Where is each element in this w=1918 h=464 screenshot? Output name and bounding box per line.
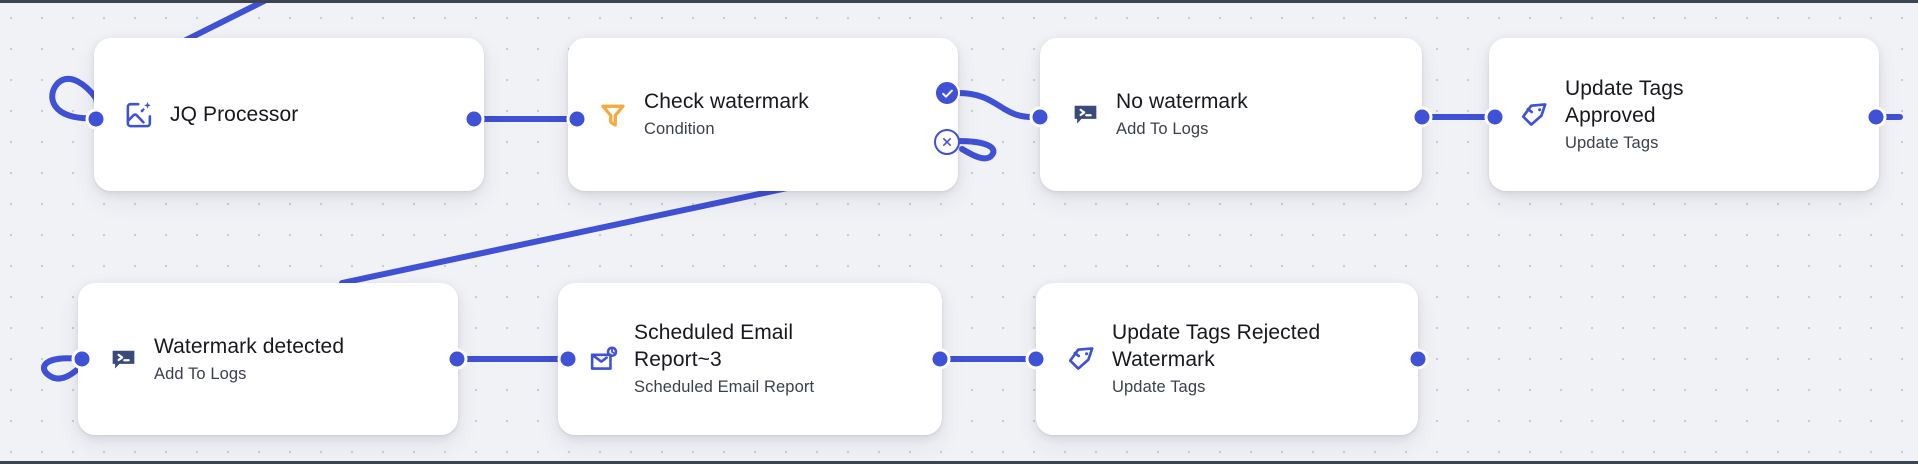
node-text: Update Tags Approved Update Tags bbox=[1565, 75, 1700, 155]
node-title: Check watermark bbox=[644, 90, 809, 113]
port-email-out[interactable] bbox=[929, 348, 951, 370]
port-approved-out[interactable] bbox=[1865, 106, 1887, 128]
node-title: Scheduled Email Report~3 bbox=[634, 321, 794, 371]
port-approved-in[interactable] bbox=[1484, 106, 1506, 128]
node-no-watermark[interactable]: No watermark Add To Logs bbox=[1040, 38, 1422, 191]
envelope-clock-icon bbox=[586, 342, 620, 376]
port-email-in[interactable] bbox=[557, 348, 579, 370]
node-jq-processor[interactable]: JQ Processor bbox=[94, 38, 484, 191]
node-update-tags-rejected[interactable]: Update Tags Rejected Watermark Update Ta… bbox=[1036, 283, 1418, 435]
node-text: Watermark detected Add To Logs bbox=[154, 333, 360, 386]
node-title: No watermark bbox=[1116, 90, 1248, 113]
port-jq-in[interactable] bbox=[85, 108, 107, 130]
tag-sparkle-icon bbox=[1517, 98, 1551, 132]
port-no-watermark-in[interactable] bbox=[1029, 106, 1051, 128]
node-subtitle: Add To Logs bbox=[154, 364, 247, 383]
node-text: Scheduled Email Report~3 Scheduled Email… bbox=[634, 319, 830, 399]
node-text: Check watermark Condition bbox=[644, 88, 825, 141]
port-detected-out[interactable] bbox=[446, 348, 468, 370]
port-rejected-out[interactable] bbox=[1407, 348, 1429, 370]
filter-funnel-icon bbox=[596, 98, 630, 132]
branch-true-badge[interactable] bbox=[934, 80, 960, 106]
branch-false-badge[interactable] bbox=[934, 129, 960, 155]
node-watermark-detected[interactable]: Watermark detected Add To Logs bbox=[78, 283, 458, 435]
node-text: JQ Processor bbox=[170, 101, 314, 128]
node-check-watermark[interactable]: Check watermark Condition bbox=[568, 38, 958, 191]
node-scheduled-email-report[interactable]: Scheduled Email Report~3 Scheduled Email… bbox=[558, 283, 942, 435]
node-subtitle: Update Tags bbox=[1565, 133, 1659, 152]
port-detected-in[interactable] bbox=[71, 348, 93, 370]
port-check-in[interactable] bbox=[566, 108, 588, 130]
node-title: Watermark detected bbox=[154, 334, 345, 358]
terminal-bubble-icon bbox=[1068, 98, 1102, 132]
node-subtitle: Scheduled Email Report bbox=[634, 378, 815, 396]
image-sparkle-icon bbox=[122, 98, 156, 132]
tag-sparkle-icon bbox=[1064, 342, 1098, 376]
port-rejected-in[interactable] bbox=[1025, 348, 1047, 370]
port-jq-out[interactable] bbox=[463, 108, 485, 130]
node-text: No watermark Add To Logs bbox=[1116, 88, 1264, 141]
node-title: Update Tags Approved bbox=[1565, 76, 1684, 127]
node-text: Update Tags Rejected Watermark Update Ta… bbox=[1112, 319, 1336, 399]
terminal-bubble-icon bbox=[106, 342, 140, 376]
node-subtitle: Update Tags bbox=[1112, 378, 1206, 396]
cross-icon bbox=[943, 138, 951, 146]
terminal-bubble-glyph bbox=[1074, 105, 1096, 124]
node-subtitle: Condition bbox=[644, 120, 715, 138]
node-subtitle: Add To Logs bbox=[1116, 120, 1209, 138]
edge-true-to-no-watermark bbox=[955, 90, 1035, 120]
check-icon bbox=[941, 89, 953, 98]
node-update-tags-approved[interactable]: Update Tags Approved Update Tags bbox=[1489, 38, 1879, 191]
node-title: Update Tags Rejected Watermark bbox=[1112, 321, 1321, 371]
edge-diagonal-cross bbox=[339, 178, 823, 286]
node-title: JQ Processor bbox=[170, 103, 299, 126]
terminal-bubble-glyph bbox=[112, 350, 134, 369]
port-no-watermark-out[interactable] bbox=[1411, 106, 1433, 128]
edge-false-loop bbox=[955, 138, 997, 162]
